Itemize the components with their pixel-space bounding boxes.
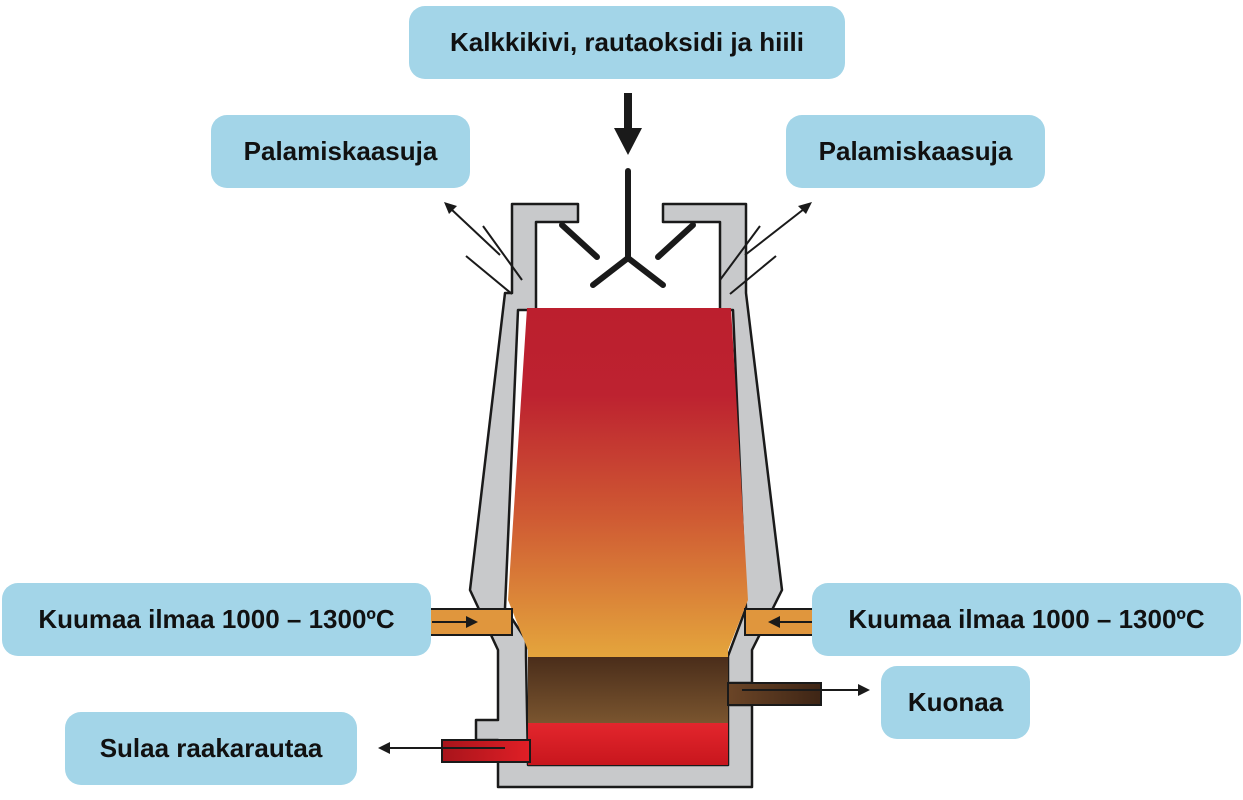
- bell-flap-right: [655, 222, 696, 260]
- furnace-charge: [508, 308, 748, 657]
- slag-arrowhead: [858, 684, 870, 696]
- exhaust-duct-right-b: [719, 225, 761, 281]
- exhaust-arrowhead-left: [444, 202, 457, 214]
- input-arrow-shaft: [624, 93, 632, 133]
- hot-air-arrowhead-right: [768, 616, 780, 628]
- input-materials-label: Kalkkikivi, rautaoksidi ja hiili: [409, 6, 845, 79]
- molten-iron-label: Sulaa raakarautaa: [65, 712, 357, 785]
- exhaust-arrow-left: [450, 208, 501, 256]
- iron-pipe: [441, 739, 531, 763]
- hot-air-label-right: Kuumaa ilmaa 1000 – 1300ºC: [812, 583, 1241, 656]
- bell-flap-left: [559, 222, 600, 260]
- molten-iron-layer: [528, 723, 728, 765]
- slag-pipe: [727, 682, 822, 706]
- exhaust-gas-label-right: Palamiskaasuja: [786, 115, 1045, 188]
- exhaust-arrowhead-right: [798, 202, 812, 214]
- distributor-arm-left: [590, 255, 631, 288]
- exhaust-duct-right-a: [729, 255, 777, 295]
- slag-label: Kuonaa: [881, 666, 1030, 739]
- hot-air-arrowhead-left: [466, 616, 478, 628]
- distributor-arm-right: [625, 255, 666, 288]
- exhaust-duct-left-a: [465, 255, 513, 295]
- exhaust-arrow-right: [744, 208, 805, 256]
- hot-air-label-left: Kuumaa ilmaa 1000 – 1300ºC: [2, 583, 431, 656]
- slag-layer: [528, 657, 728, 723]
- exhaust-duct-left-b: [482, 225, 523, 281]
- input-arrowhead: [614, 128, 642, 155]
- iron-arrowhead: [378, 742, 390, 754]
- exhaust-gas-label-left: Palamiskaasuja: [211, 115, 470, 188]
